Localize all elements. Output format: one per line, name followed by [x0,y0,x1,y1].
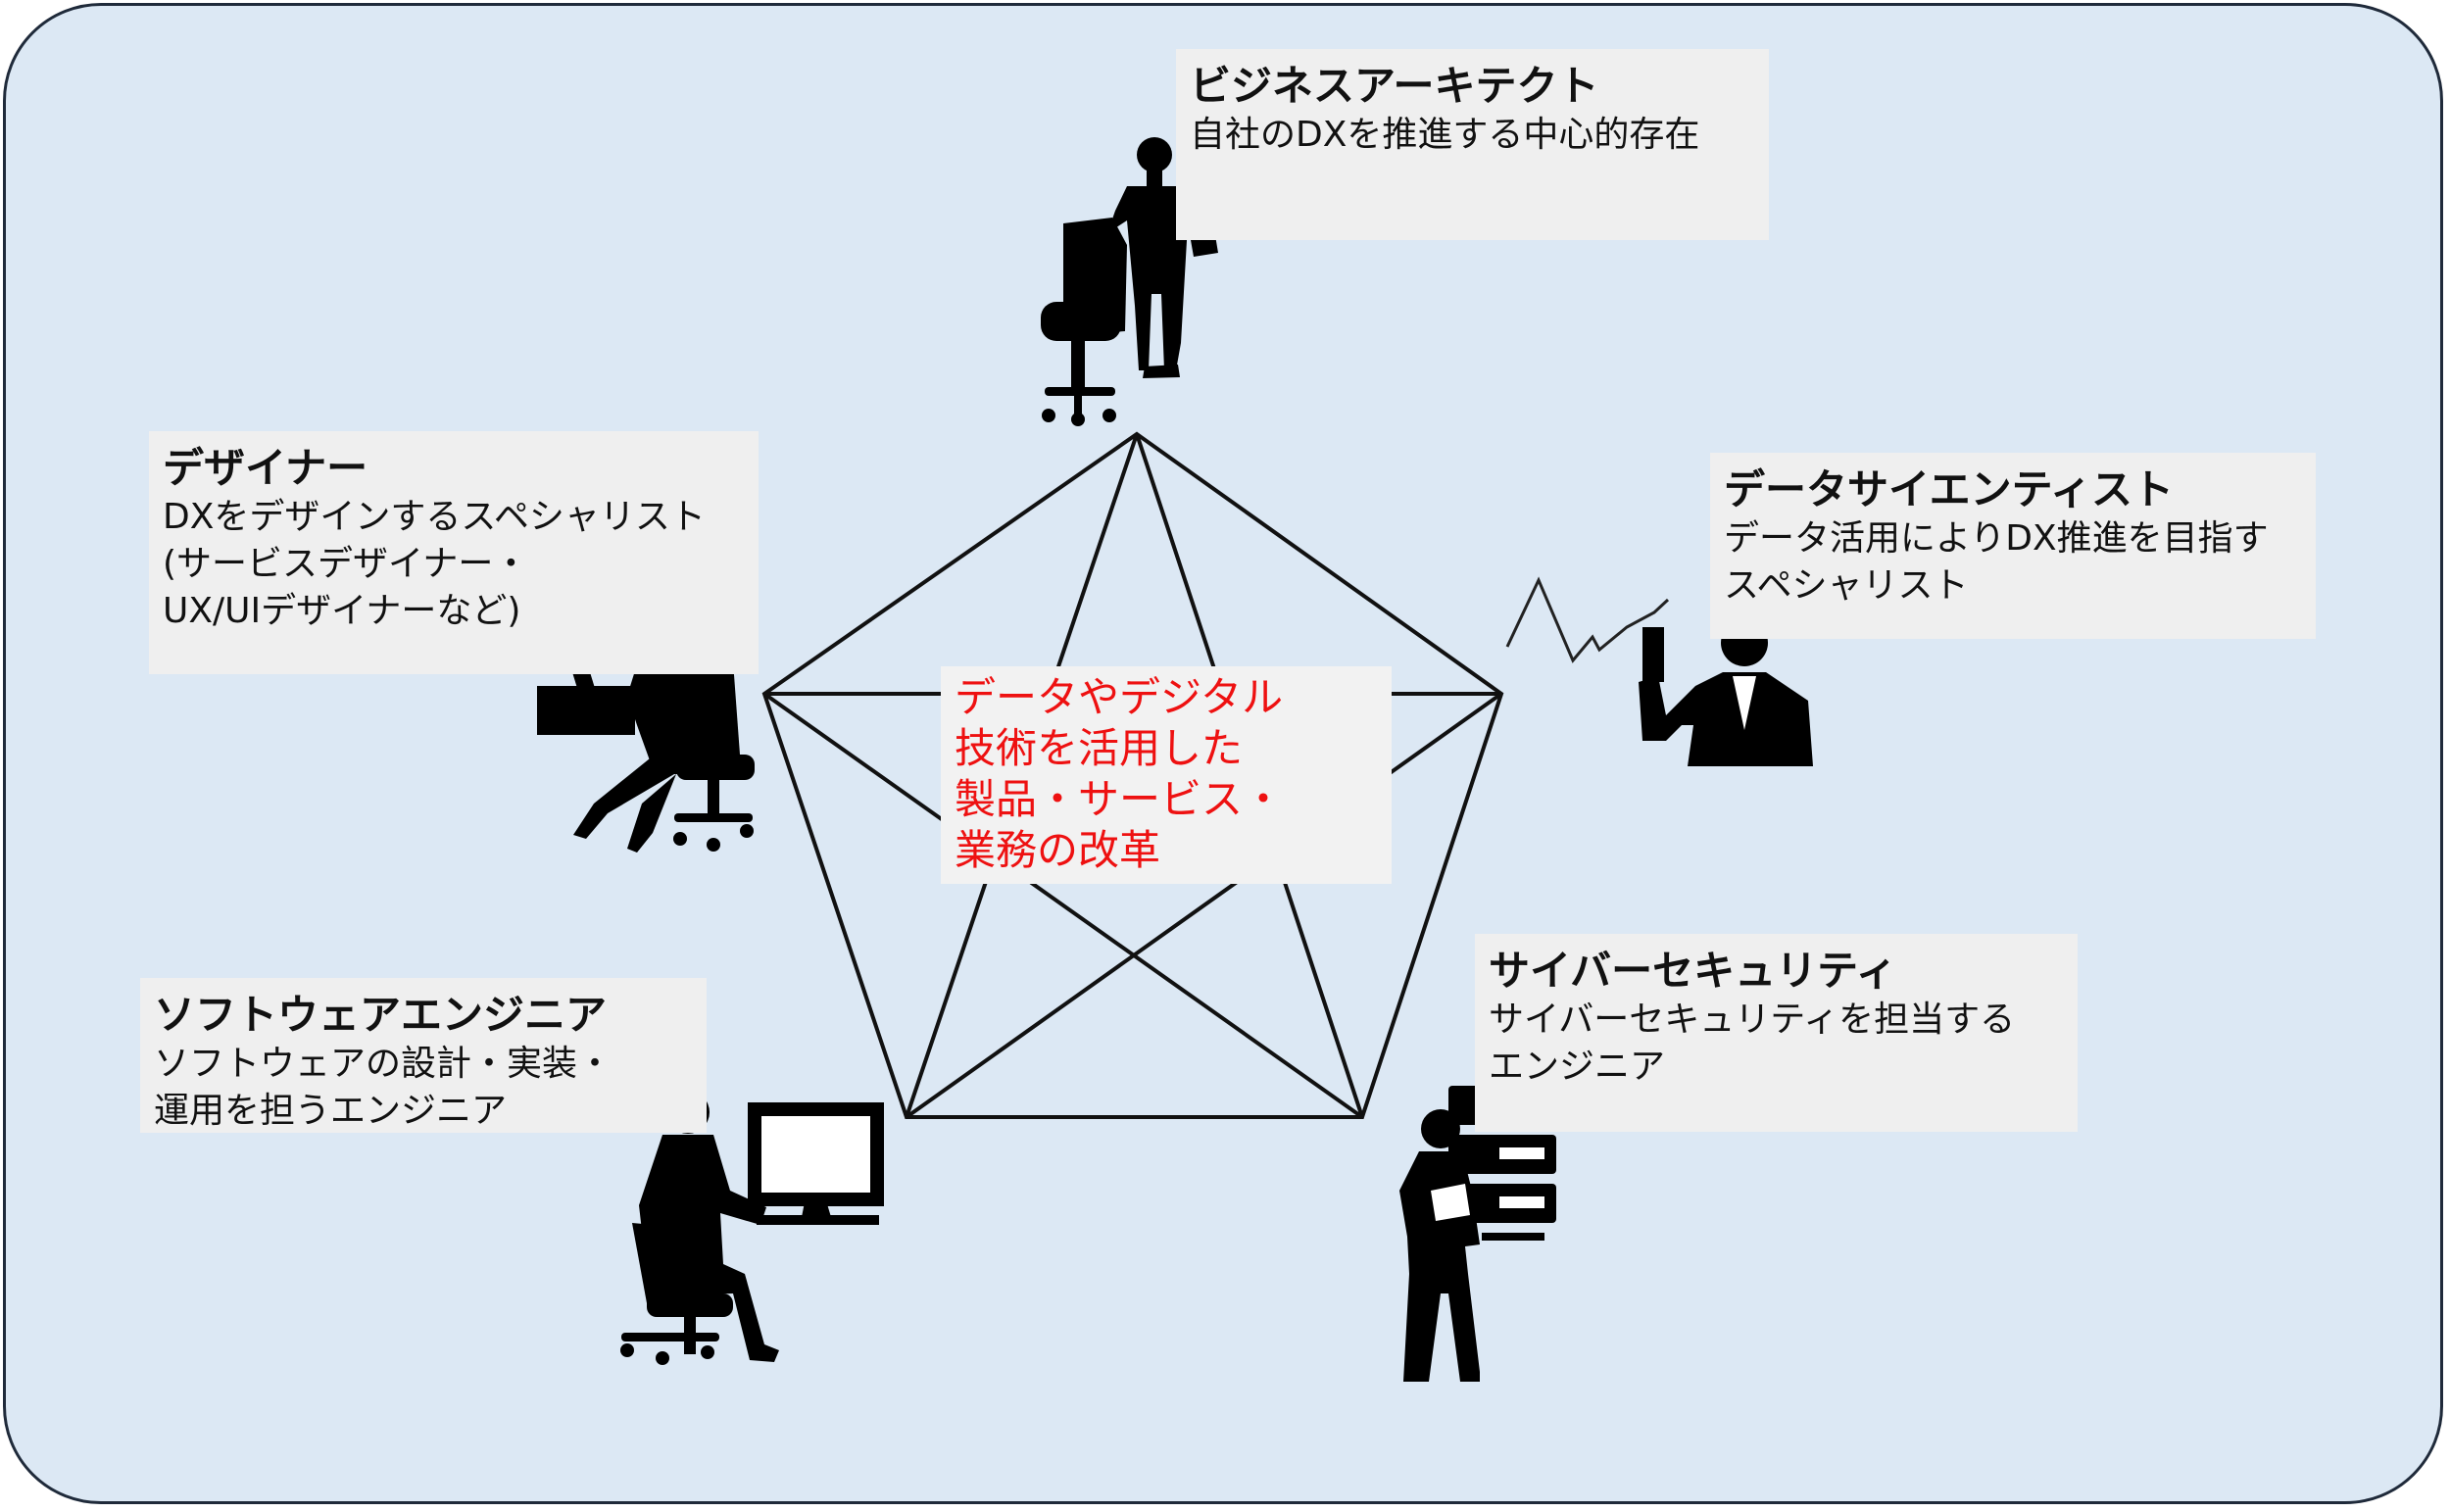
center-text-line: 技術を活用した [955,724,1244,772]
role-desc: データ活用によりDX推進を目指す [1724,518,2269,559]
role-desc: 自社のDXを推進する中心的存在 [1190,115,1700,155]
center-text-line: データやデジタル [955,673,1284,721]
role-box-cyber-security: サイバーセキュリティ サイバーセキュリティを担当する エンジニア [1475,934,2078,1132]
role-desc: 運用を担うエンジニア [154,1091,508,1131]
role-desc: エンジニア [1489,1047,1666,1087]
software-engineer-silhouette-icon [620,1091,884,1365]
center-text-line: 業務の改革 [955,826,1161,874]
data-scientist-silhouette-icon [1505,576,1813,766]
pentagon-outline [761,431,1504,1119]
role-box-data-scientist: データサイエンティスト データ活用によりDX推進を目指す スペシャリスト [1710,453,2316,639]
star-line [905,692,1503,1119]
role-desc: サイバーセキュリティを担当する [1489,1000,2016,1040]
role-desc: スペシャリスト [1724,565,1969,606]
role-title: サイバーセキュリティ [1489,947,1897,995]
role-title: データサイエンティスト [1724,465,2175,513]
center-concept-box: データやデジタル 技術を活用した 製品・サービス・ 業務の改革 [941,666,1392,884]
role-title: ソフトウェアエンジニア [154,991,608,1039]
role-desc: DXをデザインするスペシャリスト [163,497,706,537]
center-text-line: 製品・サービス・ [955,775,1285,823]
role-desc: ソフトウェアの設計・実装・ [154,1044,613,1084]
role-desc: (サービスデザイナー・ [163,544,529,584]
role-desc: UX/UIデザイナーなど) [163,591,521,631]
role-box-designer: デザイナー DXをデザインするスペシャリスト (サービスデザイナー・ UX/UI… [149,431,759,674]
star-line [762,692,1364,1119]
role-title: デザイナー [163,444,368,492]
role-title: ビジネスアーキテクト [1190,62,1599,110]
role-box-software-engineer: ソフトウェアエンジニア ソフトウェアの設計・実装・ 運用を担うエンジニア [140,978,707,1133]
role-box-business-architect: ビジネスアーキテクト 自社のDXを推進する中心的存在 [1176,49,1769,240]
